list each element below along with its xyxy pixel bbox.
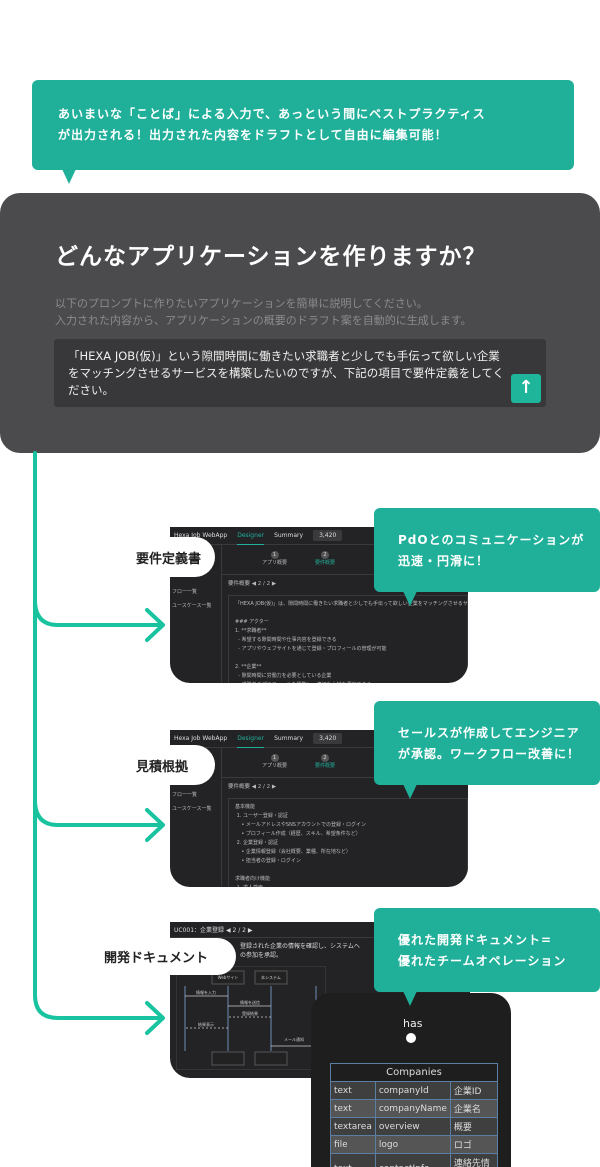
message-label: 登録結果 <box>242 1010 258 1016</box>
arrow-right-icon <box>145 608 165 642</box>
prompt-input-text[interactable]: 「HEXA JOB(仮)」という隙間時間に働きたい求職者と少しでも手伝って欲しい… <box>68 349 505 397</box>
section-title: 要件概要 <box>228 784 251 790</box>
tab-designer[interactable]: Designer <box>237 527 265 545</box>
callout-tail <box>403 591 417 606</box>
entity-cell: 企業名 <box>449 1099 499 1118</box>
entity-cell: logo <box>374 1135 451 1154</box>
callout-line: 優れた開発ドキュメント= <box>398 933 553 947</box>
connector-line <box>33 798 162 827</box>
entity-row: textcontactInfo連絡先情報 <box>330 1153 499 1167</box>
sidebar-item[interactable]: ユースケース一覧 <box>172 806 212 812</box>
prompt-panel: どんなアプリケーションを作りますか？ 以下のプロンプトに作りたいアプリケーション… <box>0 193 600 453</box>
feature-callout: セールスが作成してエンジニアが承認。ワークフロー改善に！ <box>374 701 600 785</box>
arrow-right-icon <box>145 808 165 842</box>
feature-label: 見積根拠 <box>118 745 215 785</box>
tab-summary[interactable]: Summary <box>274 735 304 742</box>
entity-cell: text <box>330 1081 376 1100</box>
feature-label: 要件定義書 <box>118 537 215 577</box>
entity-cell: companyName <box>374 1099 451 1118</box>
entity-cell: contactInfo <box>374 1153 451 1167</box>
entity-cell: overview <box>374 1117 451 1136</box>
connector-line <box>33 598 162 627</box>
send-button[interactable]: ↑ <box>511 374 541 403</box>
feature-label: 開発ドキュメント <box>86 938 236 975</box>
sidebar-item[interactable]: フロー一覧 <box>172 589 198 595</box>
entity-cell: 概要 <box>449 1117 499 1136</box>
credits-badge: 3,420 <box>313 733 343 744</box>
credits-badge: 3,420 <box>313 530 343 541</box>
callout-line: 優れたチームオペレーション <box>398 954 567 968</box>
description-line: 入力された内容から、アプリケーションの概要のドラフト案を自動的に生成します。 <box>55 314 472 327</box>
document-content: 基本機能 1. ユーザー登録・認証 • メールアドレスやSNSアカウントでの登録… <box>228 798 468 887</box>
arrow-right-icon <box>145 1001 165 1035</box>
app-name: Hexa Job WebApp <box>174 735 228 742</box>
callout-line: 迅速・円滑に！ <box>398 554 490 568</box>
arrow-up-icon: ↑ <box>518 377 534 398</box>
step-label: 要件概要 <box>315 560 336 566</box>
callout-line: が出力される！出力された内容をドラフトとして自由に編集可能！ <box>58 128 448 142</box>
description-line: 以下のプロンプトに作りたいアプリケーションを簡単に説明してください。 <box>55 297 428 310</box>
lifeline-label: Webサイト <box>218 975 239 980</box>
callout-line: が承認。ワークフロー改善に！ <box>398 747 581 761</box>
entity-cell: companyId <box>374 1081 451 1100</box>
callout-line: あいまいな「ことば」による入力で、あっという間にベストプラクティス <box>58 107 486 121</box>
pager[interactable]: ◀ 2 / 2 ▶ <box>225 927 253 934</box>
description: 以下のプロンプトに作りたいアプリケーションを簡単に説明してください。 入力された… <box>55 295 472 329</box>
connector-line <box>33 451 162 1020</box>
step-label: アプリ概要 <box>262 763 288 769</box>
message-label: メール通知 <box>284 1036 304 1042</box>
cardinality-icon <box>406 1033 416 1043</box>
pager[interactable]: ◀ 2 / 2 ▶ <box>251 581 277 587</box>
document-content: 「HEXA JOB(仮)」は、隙間時間に働きたい求職者と少しでも手伝って欲しい企… <box>228 595 468 683</box>
callout-tail <box>403 991 417 1006</box>
intro-callout: あいまいな「ことば」による入力で、あっという間にベストプラクティス が出力される… <box>32 80 574 170</box>
pager[interactable]: ◀ 2 / 2 ▶ <box>251 784 277 790</box>
entity-cell: ロゴ <box>449 1135 499 1154</box>
callout-line: PdOとのコミュニケーションが <box>398 533 585 547</box>
entity-cell: text <box>330 1099 376 1118</box>
entity-cell: file <box>330 1135 376 1154</box>
app-name: Hexa Job WebApp <box>174 532 228 539</box>
entity-cell: text <box>330 1153 376 1167</box>
callout-tail <box>62 169 76 184</box>
step-label: アプリ概要 <box>262 560 288 566</box>
feature-callout: PdOとのコミュニケーションが迅速・円滑に！ <box>374 508 600 592</box>
entity-cell: 企業ID <box>449 1081 499 1100</box>
entity-cell: 連絡先情報 <box>449 1153 499 1167</box>
sidebar-item[interactable]: ユースケース一覧 <box>172 603 212 609</box>
entity-name: Companies <box>330 1063 498 1082</box>
lifeline-label: 本システム <box>261 974 281 980</box>
tab-summary[interactable]: Summary <box>274 532 304 539</box>
callout-tail <box>403 784 417 799</box>
step-label: 要件概要 <box>315 763 336 769</box>
usecase-text: 登録された企業の情報を確認し、システムへの参加を承認。 <box>240 943 360 959</box>
message-label: 情報を送信 <box>240 999 260 1005</box>
page-title: どんなアプリケーションを作りますか？ <box>55 244 487 270</box>
prompt-input[interactable]: 「HEXA JOB(仮)」という隙間時間に働きたい求職者と少しでも手伝って欲しい… <box>54 339 546 407</box>
message-label: 情報を入力 <box>196 989 216 995</box>
section-title: 要件概要 <box>228 581 251 587</box>
tab-designer[interactable]: Designer <box>237 730 265 748</box>
sequence-diagram: Webサイト 本システム 情報を入力 情報を送信 登録結果 結果表示 メール通知 <box>176 966 326 1070</box>
feature-callout: 優れた開発ドキュメント= 優れたチームオペレーション <box>374 908 600 992</box>
relation-label: has <box>403 1017 423 1030</box>
callout-line: セールスが作成してエンジニア <box>398 726 580 740</box>
usecase-title: UC001：企業登録 <box>174 927 225 934</box>
entity-cell: textarea <box>330 1117 376 1136</box>
sidebar-item[interactable]: フロー一覧 <box>172 792 198 798</box>
message-label: 結果表示 <box>198 1021 214 1027</box>
